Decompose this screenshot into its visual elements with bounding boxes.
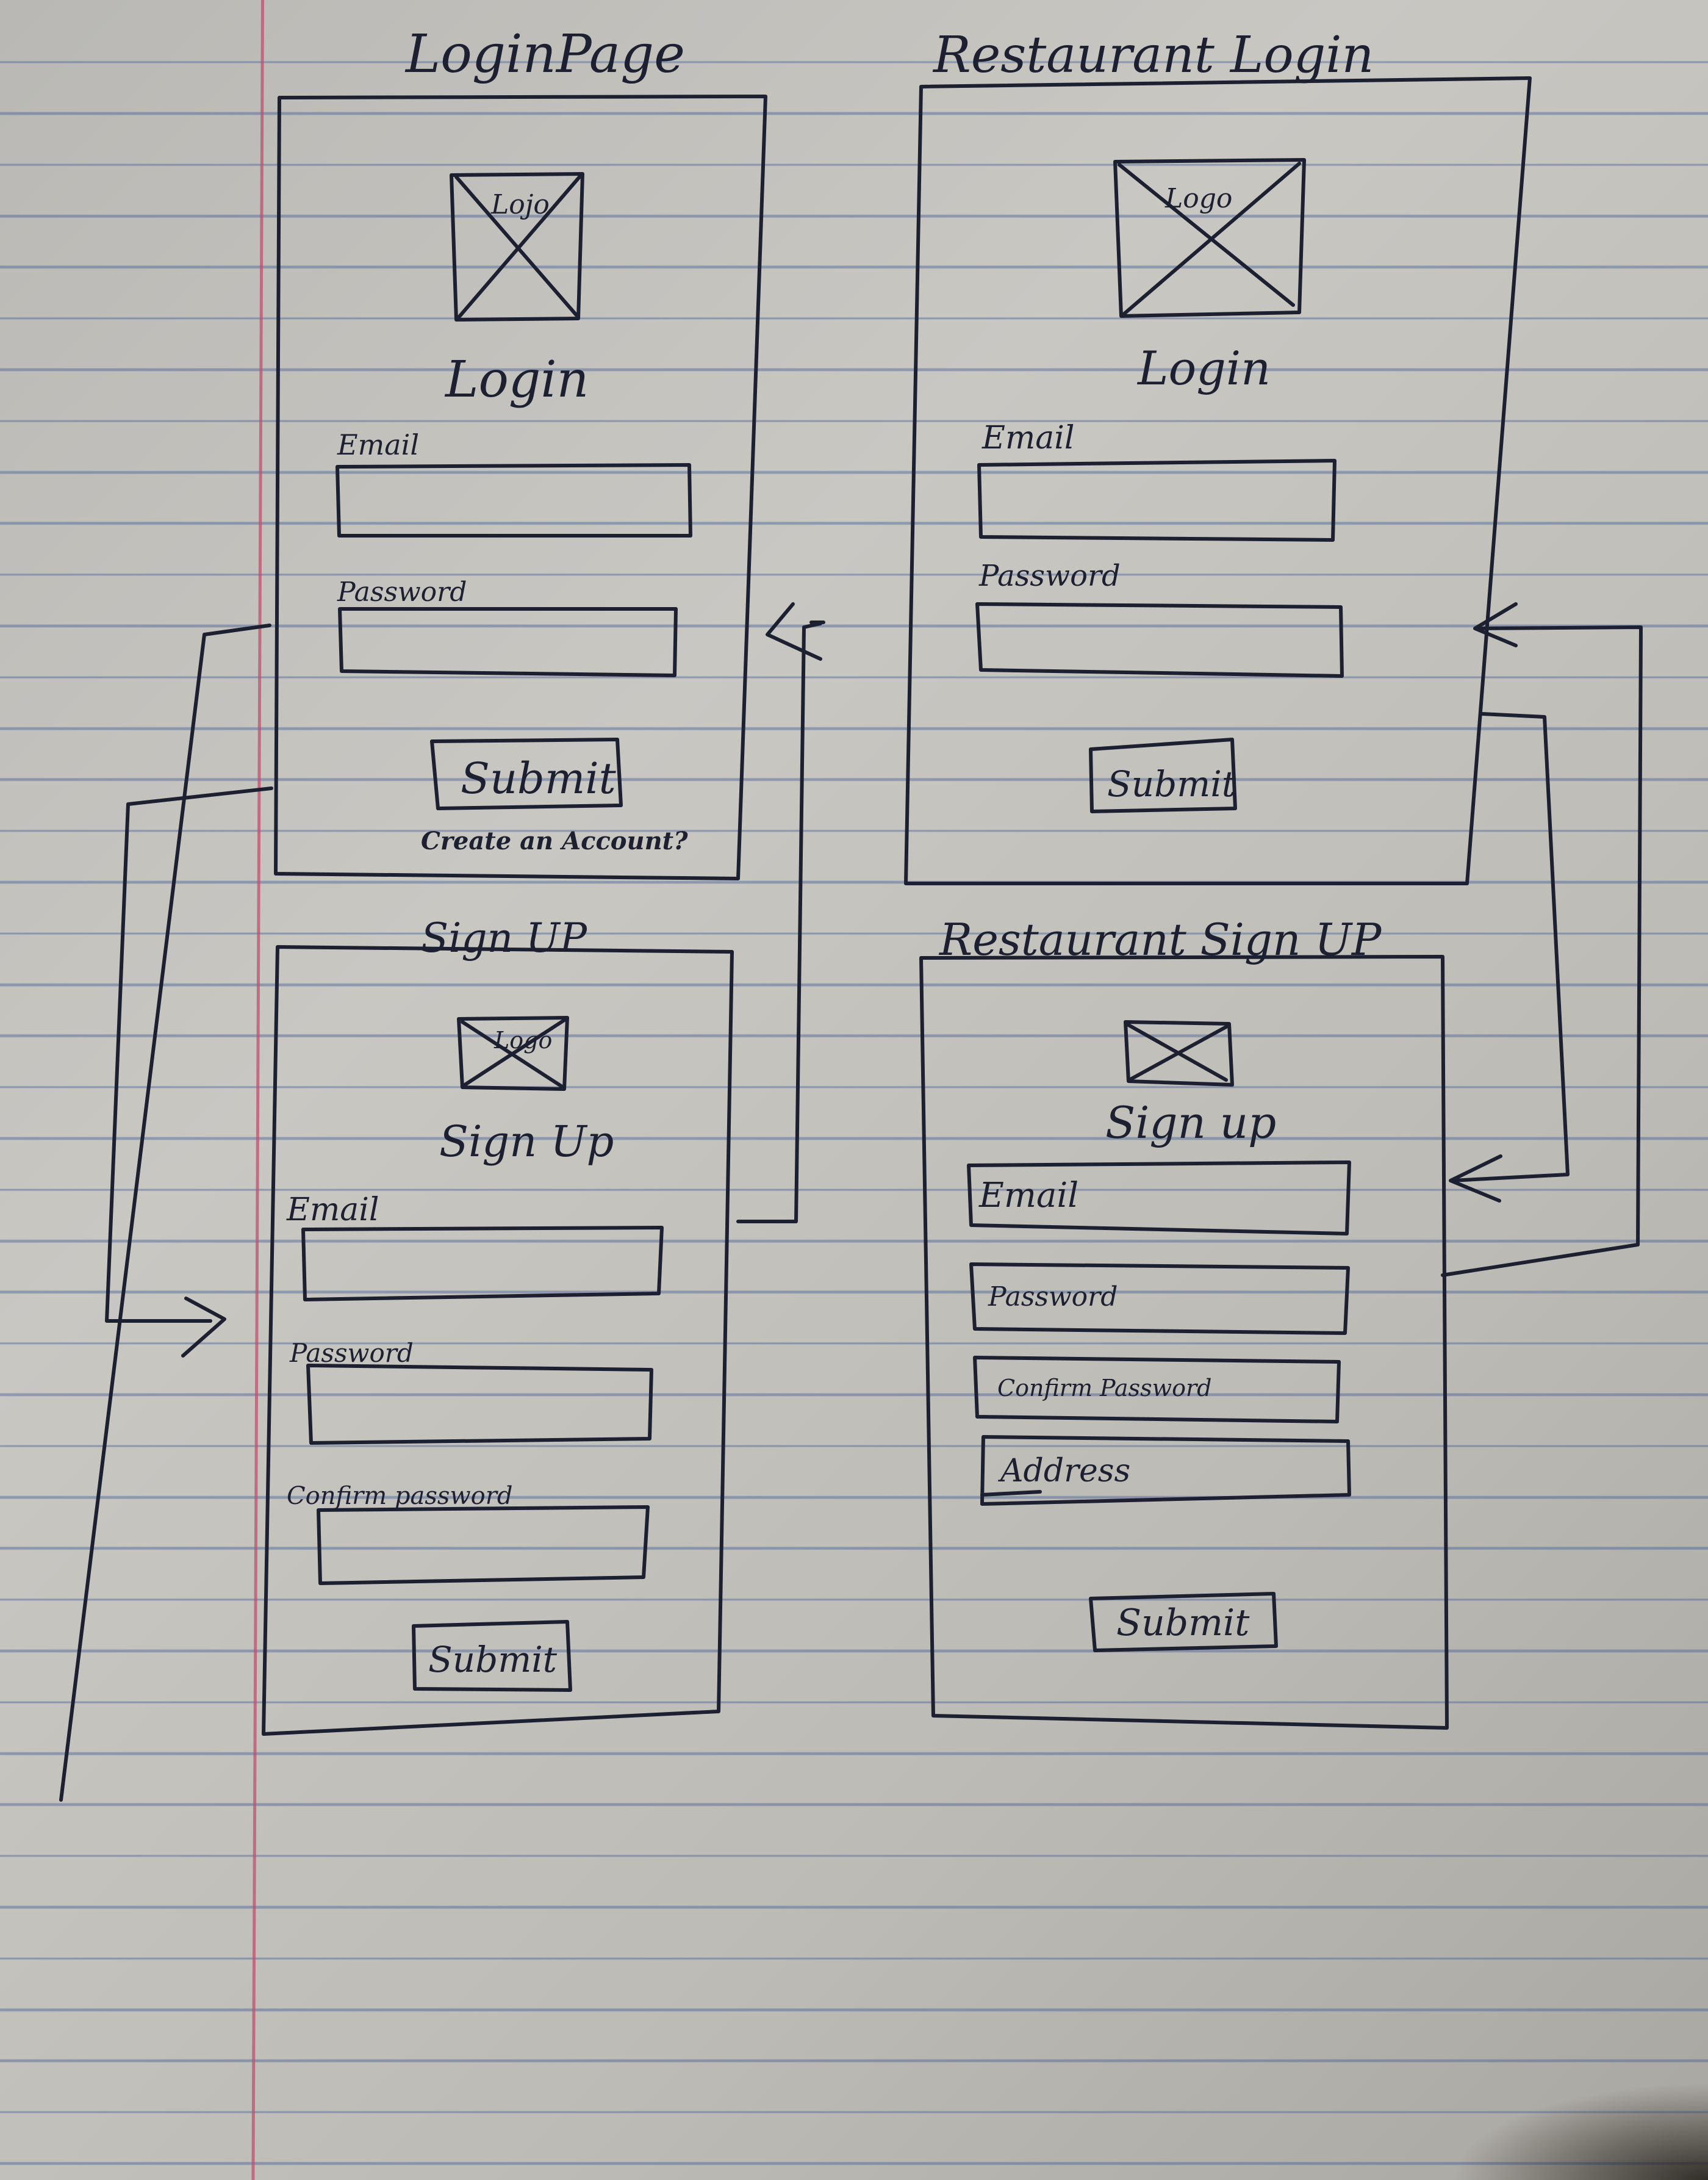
sign-up-email-label: Email [286,1192,379,1228]
sign-up-submit-button[interactable]: Submit [412,1620,572,1692]
sign-up-screen: Sign UP Logo Sign Up Email Password Conf… [262,915,734,1736]
restaurant-login-screen: Restaurant Login Logo Login Email Passwo… [904,26,1532,885]
page-corner-shadow [1452,2082,1708,2180]
restaurant-login-email-input[interactable] [977,459,1337,542]
login-logo-placeholder: Lojo [450,172,584,322]
flow-line-margin [59,624,271,1802]
sign-up-frame [262,945,734,1736]
restaurant-sign-up-title: Sign up [1105,1097,1276,1148]
restaurant-sign-up-submit-label: Submit [1116,1602,1250,1644]
restaurant-sign-up-address-input[interactable]: Address [980,1435,1351,1506]
login-page-frame [274,95,767,880]
sign-up-title: Sign Up [439,1117,614,1167]
restaurant-sign-up-logo-placeholder [1124,1020,1234,1087]
login-submit-label: Submit [461,754,617,804]
login-email-input[interactable] [336,463,692,538]
flow-arrow-signup-to-login [736,602,825,1223]
restaurant-login-frame [904,76,1532,885]
restaurant-sign-up-screen: Restaurant Sign UP Sign up Email Passwor… [919,914,1449,1730]
restaurant-login-title: Login [1136,341,1271,395]
sign-up-submit-label: Submit [428,1639,558,1680]
restaurant-login-submit-label: Submit [1107,763,1236,805]
restaurant-sign-up-email-placeholder: Email [978,1176,1078,1215]
login-password-label: Password [337,577,467,608]
restaurant-sign-up-password-placeholder: Password [988,1281,1118,1312]
restaurant-sign-up-address-placeholder: Address [998,1453,1130,1489]
sign-up-email-input[interactable] [301,1226,664,1301]
restaurant-sign-up-confirm-password-input[interactable]: Confirm Password [973,1356,1341,1423]
restaurant-sign-up-submit-button[interactable]: Submit [1089,1592,1278,1652]
sign-up-logo-placeholder: Logo [457,1016,569,1091]
restaurant-login-logo-placeholder: Logo [1113,158,1306,318]
flow-arrow-login-to-signup [105,786,273,1358]
restaurant-login-password-label: Password [978,559,1121,593]
sign-up-confirm-password-input[interactable] [317,1505,650,1585]
login-password-input[interactable] [338,607,678,677]
login-page-heading: LoginPage [404,24,685,85]
flow-arrow-restaurant-login-to-signup [1449,712,1570,1203]
login-title: Login [444,351,589,409]
create-account-link[interactable]: Create an Account? [421,827,688,855]
restaurant-sign-up-frame [919,955,1449,1730]
restaurant-login-logo-label: Logo [1164,183,1232,214]
restaurant-login-email-label: Email [981,420,1075,456]
restaurant-login-password-input[interactable] [975,602,1344,678]
login-submit-button[interactable]: Submit [430,738,623,810]
flow-arrow-restaurant-signup-to-login [1441,602,1643,1277]
sign-up-password-label: Password [289,1338,414,1368]
restaurant-sign-up-password-input[interactable]: Password [969,1262,1350,1335]
sign-up-password-input[interactable] [306,1364,653,1445]
sign-up-heading: Sign UP [421,915,588,962]
sign-up-logo-label: Logo [493,1027,552,1054]
restaurant-sign-up-email-input[interactable]: Email [967,1160,1351,1236]
restaurant-sign-up-confirm-password-placeholder: Confirm Password [997,1375,1211,1401]
restaurant-login-heading: Restaurant Login [932,26,1374,84]
login-email-label: Email [337,428,419,461]
login-logo-label: Lojo [490,189,550,220]
sign-up-confirm-password-label: Confirm password [287,1482,512,1510]
login-page-screen: LoginPage Lojo Login Email Password Subm… [274,24,767,880]
restaurant-login-submit-button[interactable]: Submit [1089,738,1237,813]
